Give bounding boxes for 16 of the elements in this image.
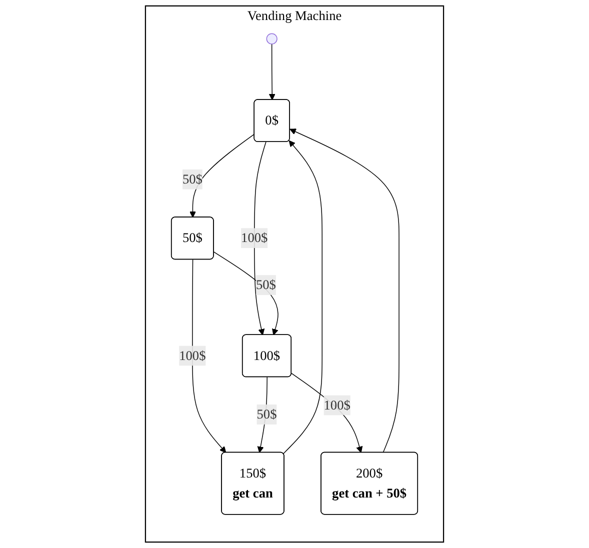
edge-label: 100$ (324, 398, 350, 412)
arrow (290, 128, 400, 453)
edge-label: 50$ (182, 172, 202, 186)
arrow (282, 140, 322, 454)
arrow (254, 142, 266, 336)
edge-label: 100$ (241, 230, 268, 246)
node-circle (266, 33, 278, 44)
arrow (291, 372, 363, 453)
edge-label: 50$ (256, 406, 277, 422)
arrow (192, 259, 226, 453)
arrow (214, 252, 278, 336)
arrow (189, 134, 255, 218)
edge-label: 100$ (179, 348, 206, 363)
arrow (268, 44, 276, 100)
arrow (257, 376, 268, 453)
edge-label: 50$ (256, 277, 276, 292)
